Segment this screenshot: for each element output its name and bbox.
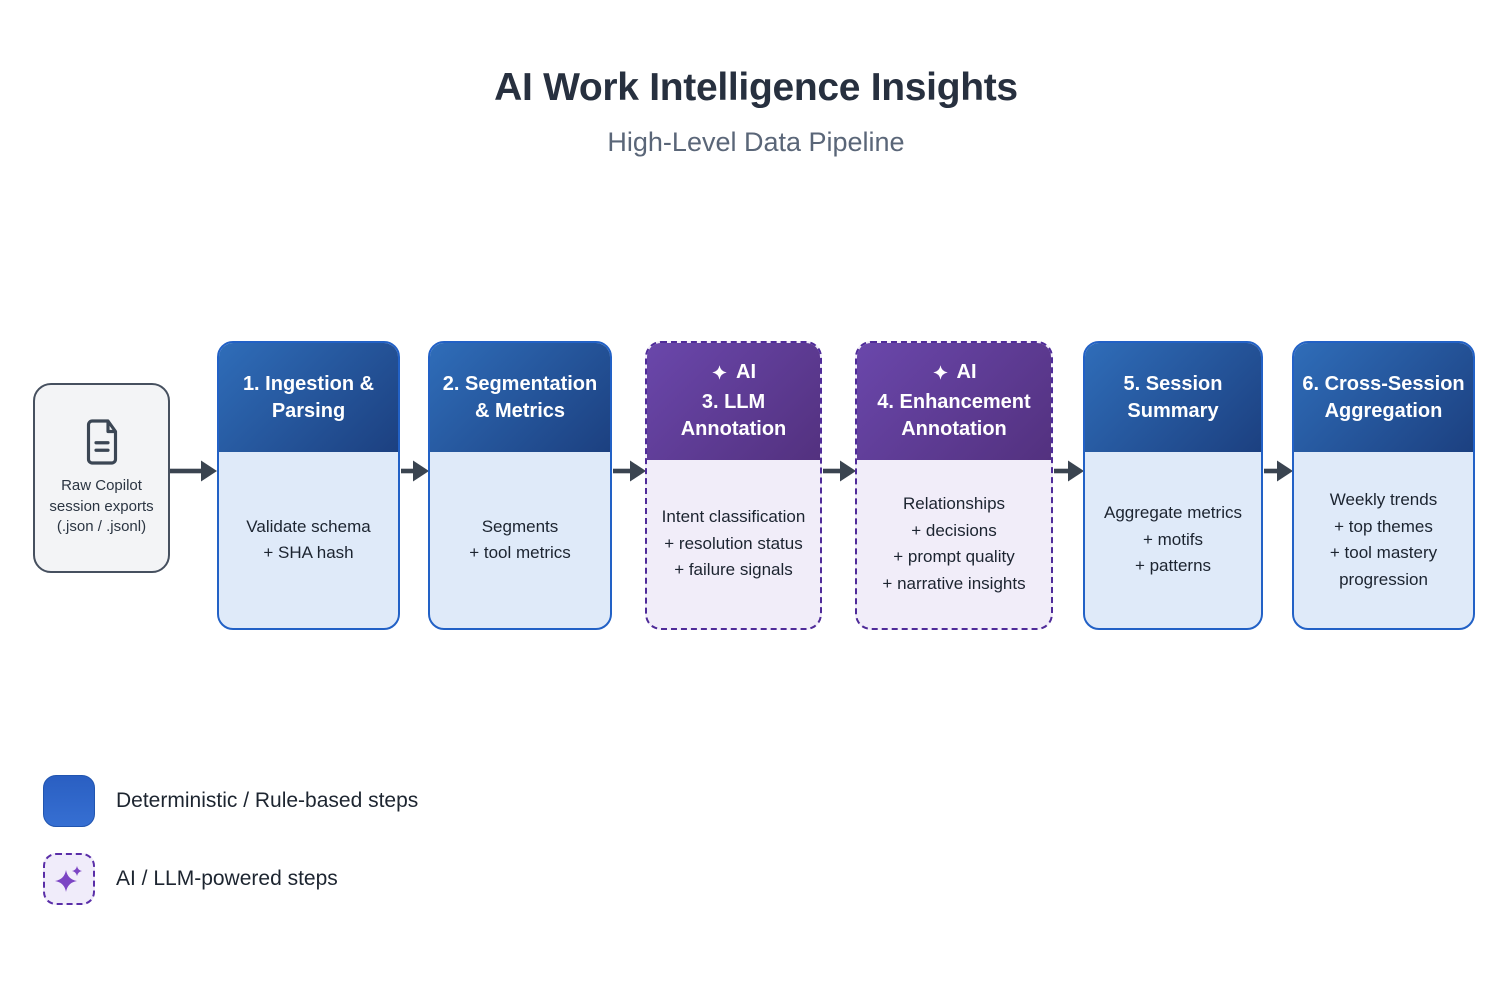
- step-body: Validate schema + SHA hash: [219, 452, 398, 628]
- flow-arrow: [613, 460, 646, 482]
- step-title: 6. Cross-Session Aggregation: [1302, 372, 1465, 422]
- flow-arrow: [823, 460, 856, 482]
- flow-arrow: [170, 460, 217, 482]
- step-title: 5. Session Summary: [1123, 372, 1223, 422]
- sparkle-icon: [712, 364, 727, 380]
- step-segmentation-metrics: 2. Segmentation & Metrics Segments + too…: [428, 341, 612, 630]
- legend-label-ai: AI / LLM-powered steps: [116, 867, 338, 890]
- step-body-text: Weekly trends + top themes + tool master…: [1329, 490, 1438, 589]
- step-body-text: Intent classification + resolution statu…: [661, 507, 806, 580]
- step-body-text: Aggregate metrics + motifs + patterns: [1104, 503, 1242, 576]
- legend-swatch-deterministic: [43, 775, 95, 827]
- step-ingestion-parsing: 1. Ingestion & Parsing Validate schema +…: [217, 341, 400, 630]
- step-body: Weekly trends + top themes + tool master…: [1294, 452, 1473, 628]
- legend-label-deterministic: Deterministic / Rule-based steps: [116, 789, 419, 812]
- step-body-text: Segments + tool metrics: [469, 516, 571, 563]
- step-header: AI 3. LLM Annotation: [647, 343, 820, 460]
- ai-badge: AI: [932, 361, 977, 384]
- flow-arrow: [1054, 460, 1084, 482]
- step-title: 3. LLM Annotation: [680, 390, 787, 440]
- page-subtitle: High-Level Data Pipeline: [607, 127, 905, 157]
- step-header: 2. Segmentation & Metrics: [430, 343, 610, 452]
- ai-badge-label: AI: [736, 360, 756, 383]
- step-title: 1. Ingestion & Parsing: [242, 372, 375, 422]
- document-icon: [86, 419, 117, 465]
- source-node-label: Raw Copilot session exports (.json / .js…: [49, 477, 154, 536]
- step-llm-annotation: AI 3. LLM Annotation Intent classificati…: [645, 341, 822, 630]
- step-body: Intent classification + resolution statu…: [647, 460, 820, 628]
- flow-arrow: [1264, 460, 1293, 482]
- step-enhancement-annotation: AI 4. Enhancement Annotation Relationshi…: [855, 341, 1053, 630]
- step-body: Aggregate metrics + motifs + patterns: [1085, 452, 1261, 628]
- step-body-text: Relationships + decisions + prompt quali…: [882, 494, 1026, 593]
- step-cross-session-aggregation: 6. Cross-Session Aggregation Weekly tren…: [1292, 341, 1475, 630]
- flow-arrow: [401, 460, 429, 482]
- step-body: Relationships + decisions + prompt quali…: [857, 460, 1051, 628]
- step-header: 1. Ingestion & Parsing: [219, 343, 398, 452]
- step-title: 2. Segmentation & Metrics: [442, 372, 598, 422]
- step-header: AI 4. Enhancement Annotation: [857, 343, 1051, 460]
- step-header: 6. Cross-Session Aggregation: [1294, 343, 1473, 452]
- ai-badge-label: AI: [956, 360, 977, 383]
- step-session-summary: 5. Session Summary Aggregate metrics + m…: [1083, 341, 1263, 630]
- ai-badge: AI: [711, 361, 756, 384]
- source-node-raw-exports: Raw Copilot session exports (.json / .js…: [33, 383, 170, 573]
- step-title: 4. Enhancement Annotation: [877, 390, 1031, 440]
- step-header: 5. Session Summary: [1085, 343, 1261, 452]
- step-body: Segments + tool metrics: [430, 452, 610, 628]
- legend-swatch-ai: [43, 853, 95, 905]
- step-body-text: Validate schema + SHA hash: [246, 516, 371, 563]
- sparkle-icon: [55, 866, 82, 892]
- sparkle-icon: [932, 364, 948, 380]
- page-title: AI Work Intelligence Insights: [494, 66, 1018, 109]
